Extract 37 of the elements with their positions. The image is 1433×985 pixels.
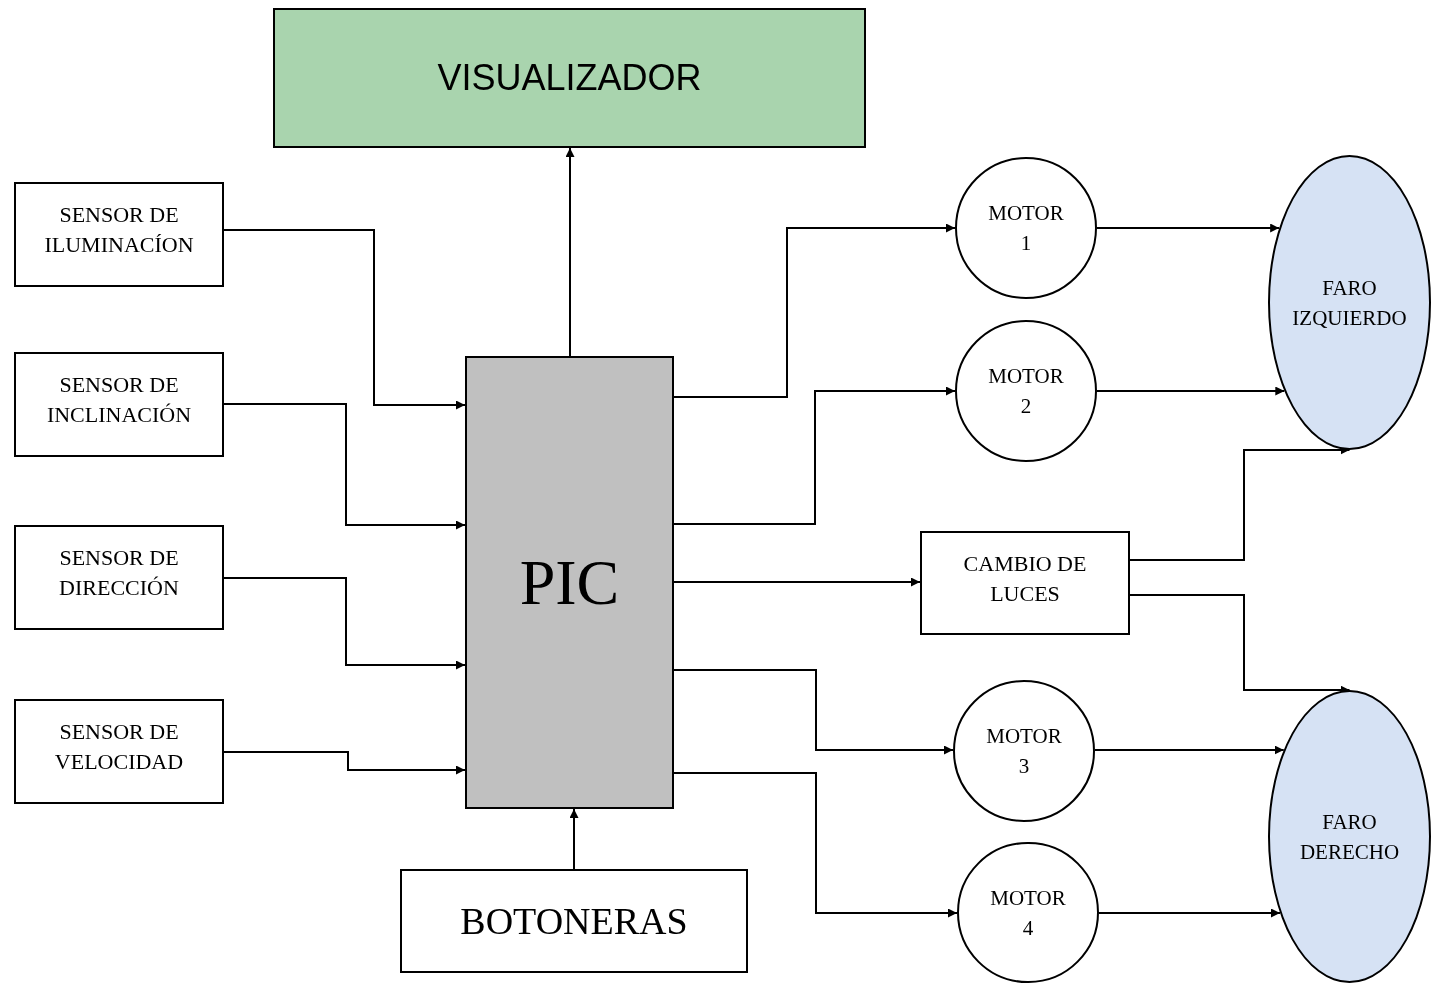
- switch-box: [920, 531, 1130, 635]
- node-label: SENSOR DE DIRECCIÓN: [58, 544, 180, 602]
- node-label: FARO IZQUIERDO: [1291, 274, 1408, 332]
- arrow: [673, 577, 921, 587]
- sensor-box: [14, 525, 224, 630]
- sensor-box: [14, 182, 224, 287]
- node-label: VISUALIZADOR: [437, 56, 702, 100]
- node-label: SENSOR DE ILUMINACÍON: [43, 201, 195, 259]
- buttons-box: [400, 869, 748, 973]
- node-label: MOTOR 4: [990, 884, 1066, 942]
- node-label: PIC: [519, 545, 620, 620]
- arrow: [223, 577, 466, 670]
- arrow: [1096, 223, 1281, 233]
- arrow: [673, 772, 958, 918]
- arrow: [223, 751, 466, 775]
- arrow: [1096, 386, 1286, 396]
- node-label: BOTONERAS: [460, 898, 688, 944]
- node-label: MOTOR 1: [988, 200, 1064, 257]
- arrow: [223, 403, 466, 530]
- arrow: [1098, 908, 1281, 918]
- display-box: [273, 8, 866, 148]
- node-label: SENSOR DE VELOCIDAD: [53, 718, 185, 776]
- node-label: CAMBIO DE LUCES: [962, 550, 1088, 608]
- arrow: [565, 147, 575, 357]
- node-label: SENSOR DE INCLINACIÓN: [45, 371, 193, 429]
- arrow: [673, 669, 954, 755]
- node-label: FARO DERECHO: [1298, 808, 1401, 866]
- arrow: [673, 386, 956, 525]
- arrow: [1094, 745, 1285, 755]
- node-label: MOTOR 3: [986, 723, 1062, 780]
- microcontroller-box: [465, 356, 674, 809]
- arrow: [569, 808, 579, 870]
- sensor-box: [14, 699, 224, 804]
- node-label: MOTOR 2: [988, 363, 1064, 420]
- arrow: [673, 223, 956, 398]
- arrow: [223, 229, 466, 410]
- sensor-box: [14, 352, 224, 457]
